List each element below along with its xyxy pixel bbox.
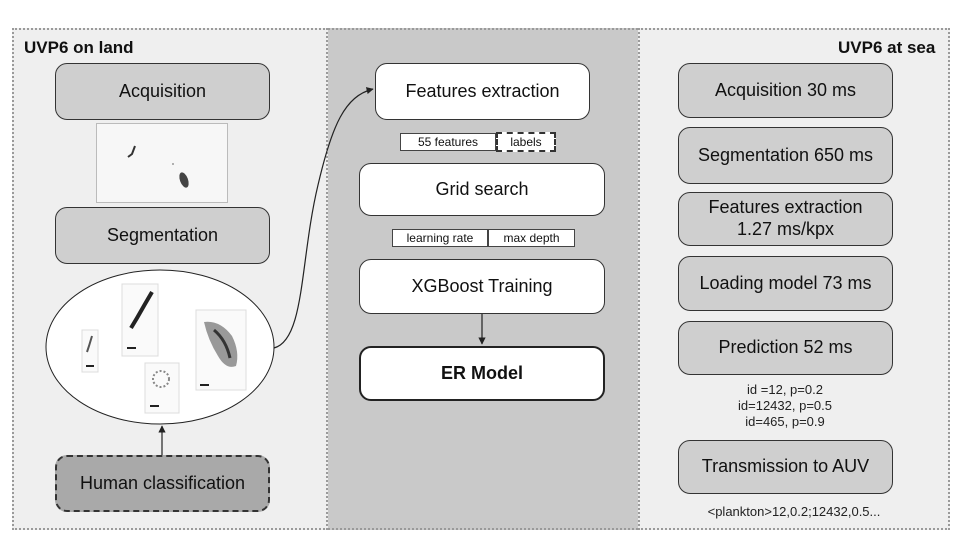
learning-rate-tag: learning rate [392, 229, 488, 247]
sea-features-line1: Features extraction [708, 197, 863, 218]
labels-tag: labels [496, 132, 556, 152]
max-depth-tag: max depth [488, 229, 575, 247]
land-segmentation-box: Segmentation [55, 207, 270, 264]
features-tag: 55 features [400, 133, 496, 151]
sea-segmentation-box: Segmentation 650 ms [678, 127, 893, 184]
prediction-box: Prediction 52 ms [678, 321, 893, 375]
sea-title: UVP6 at sea [838, 38, 936, 57]
er-model-box: ER Model [359, 346, 605, 401]
grid-search-box: Grid search [359, 163, 605, 216]
prediction-line: id=12432, p=0.5 [738, 398, 832, 413]
sea-features-line2: 1.27 ms/kpx [736, 219, 835, 239]
features-extraction-box: Features extraction [375, 63, 590, 120]
raw-frame-particles [127, 145, 189, 188]
ellipse-to-features-arrow [273, 87, 374, 349]
sea-acquisition-box: Acquisition 30 ms [678, 63, 893, 118]
human-classification-box: Human classification [55, 455, 270, 512]
transmission-box: Transmission to AUV [678, 440, 893, 494]
land-title: UVP6 on land [24, 38, 134, 57]
prediction-line: id =12, p=0.2 [747, 382, 823, 397]
loading-model-box: Loading model 73 ms [678, 256, 893, 311]
land-acquisition-box: Acquisition [55, 63, 270, 120]
raw-frame-image [96, 123, 228, 203]
prediction-line: id=465, p=0.9 [745, 414, 825, 429]
xgboost-training-box: XGBoost Training [359, 259, 605, 314]
transmission-message: <plankton>12,0.2;12432,0.5... [707, 504, 881, 519]
sea-features-extraction-box: Features extraction 1.27 ms/kpx [678, 192, 893, 246]
prediction-results: id =12, p=0.2 id=12432, p=0.5 id=465, p=… [700, 382, 870, 430]
